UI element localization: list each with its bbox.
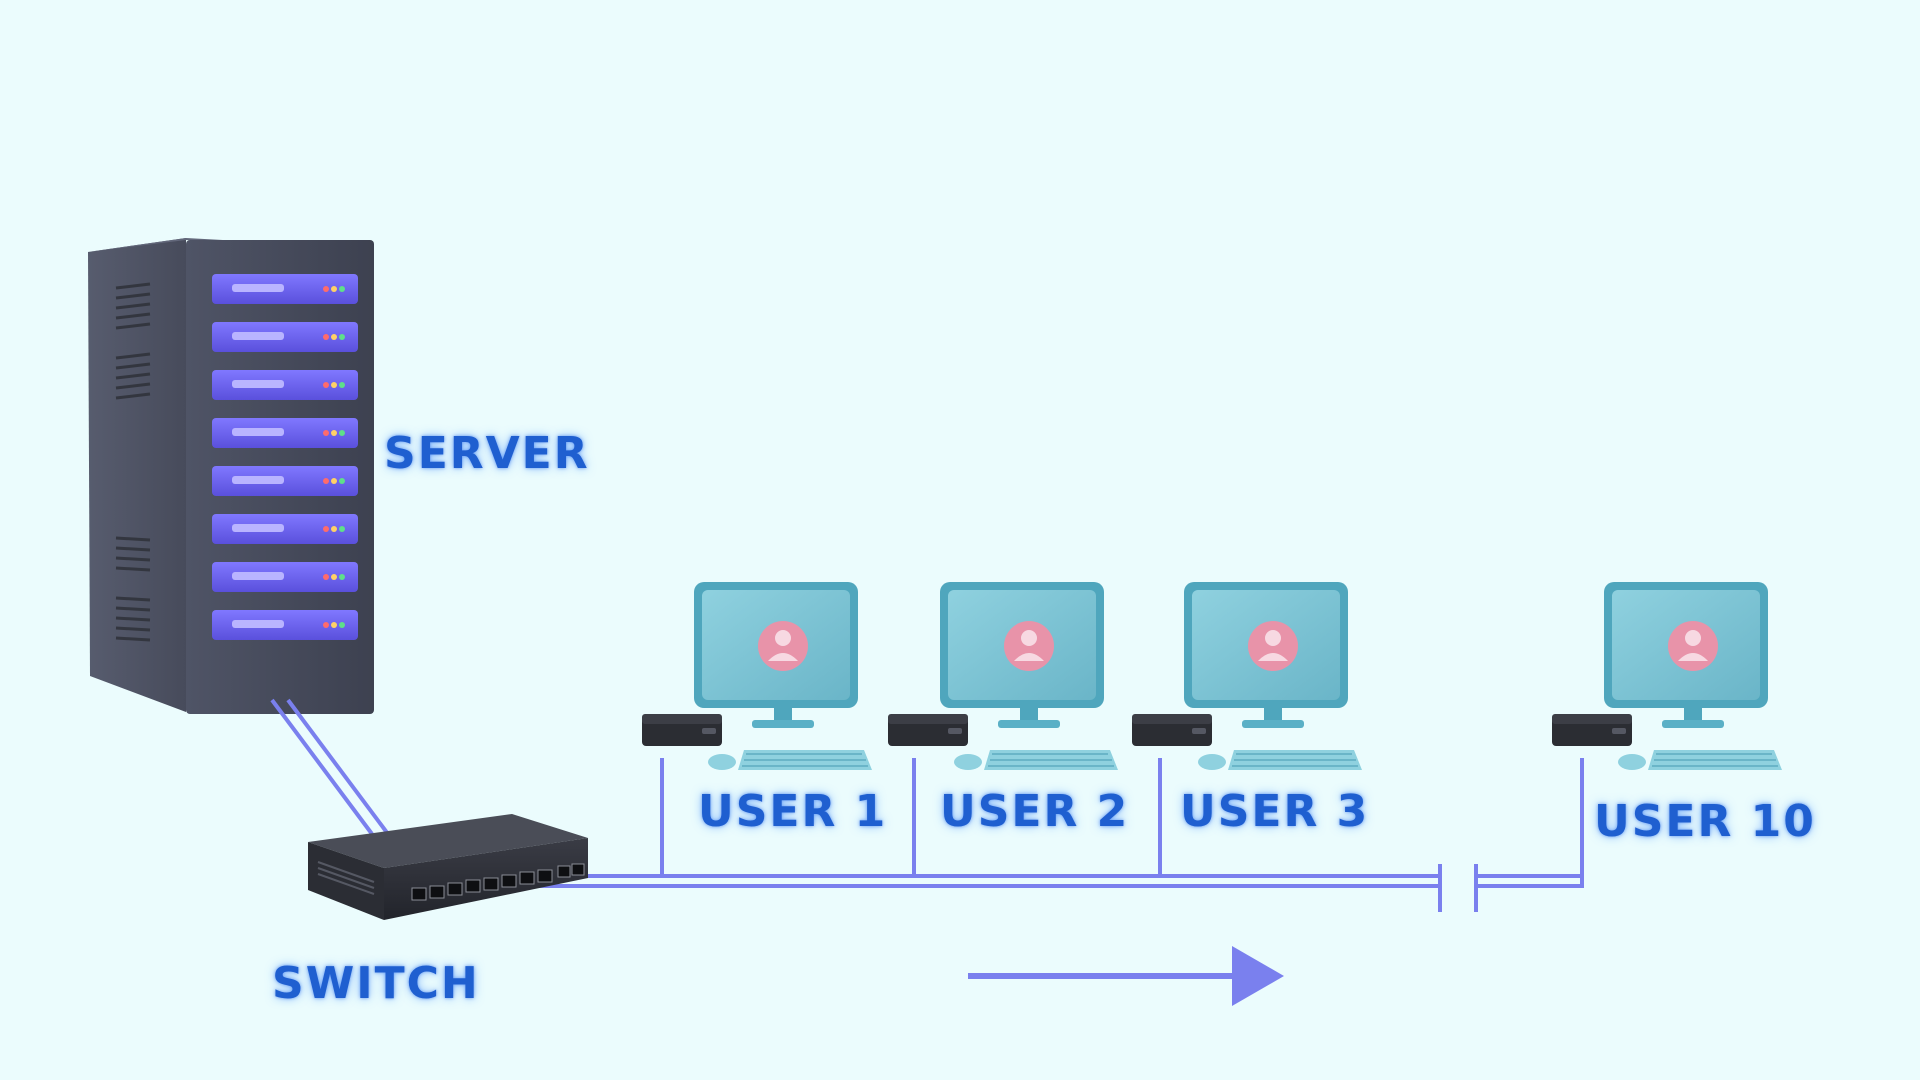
user-2-label: USER 2 <box>940 786 1130 837</box>
server-rack-unit <box>212 322 358 352</box>
server-rack-icon <box>88 238 374 714</box>
direction-arrow-icon <box>968 946 1284 1006</box>
user-1-label: USER 1 <box>698 786 888 837</box>
switch-label: SWITCH <box>272 958 480 1009</box>
server-label: SERVER <box>384 428 590 479</box>
network-bus-line <box>530 758 1584 912</box>
cable-server-to-switch <box>270 698 390 836</box>
server-rack-unit <box>212 514 358 544</box>
server-rack-unit <box>212 274 358 304</box>
user-2-workstation-icon <box>887 581 1119 771</box>
server-rack-unit <box>212 466 358 496</box>
user-10-workstation-icon <box>1551 581 1783 771</box>
server-rack-unit <box>212 418 358 448</box>
user-10-label: USER 10 <box>1594 796 1816 847</box>
user-1-workstation-icon <box>641 581 873 771</box>
server-rack-unit <box>212 562 358 592</box>
user-3-workstation-icon <box>1131 581 1363 771</box>
user-3-label: USER 3 <box>1180 786 1370 837</box>
server-rack-unit <box>212 370 358 400</box>
network-switch-icon <box>308 814 588 920</box>
server-rack-unit <box>212 610 358 640</box>
